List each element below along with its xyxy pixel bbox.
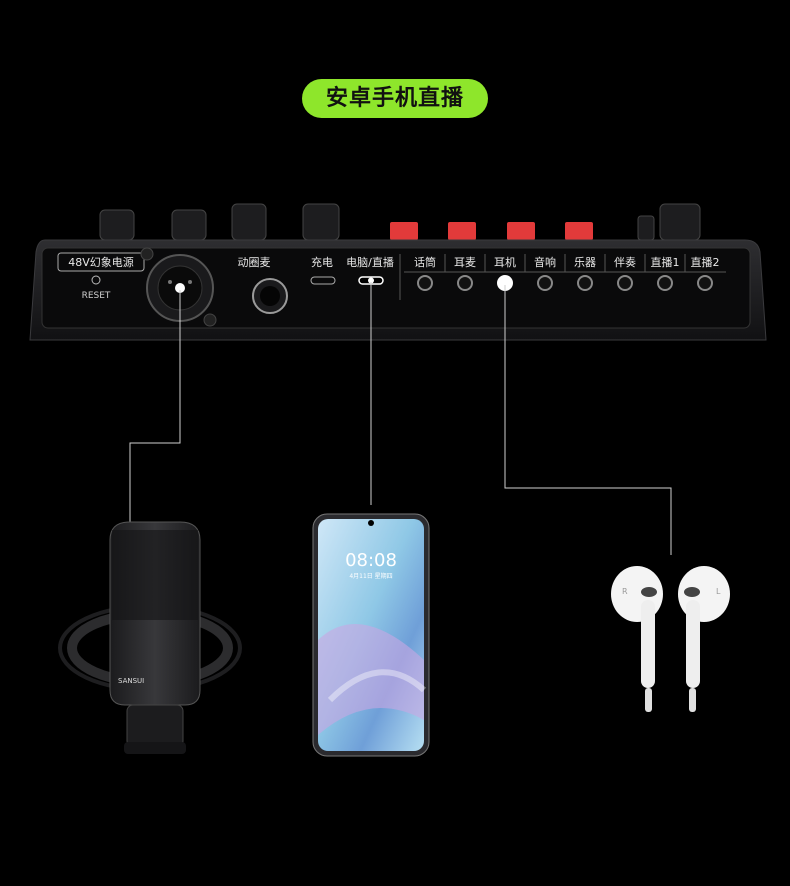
jack-socket-icon[interactable]	[252, 278, 288, 314]
port-label-live2: 直播2	[691, 255, 720, 269]
reset-button[interactable]	[91, 275, 101, 285]
port-label-earphone: 耳机	[494, 255, 516, 269]
phone-time: 08:08	[345, 550, 397, 571]
phone-date: 4月11日 星期四	[349, 572, 392, 580]
dynamic-mic-label: 动圈麦	[238, 256, 271, 269]
mode-badge: 安卓手机直播	[302, 79, 488, 118]
jack-live1[interactable]	[657, 275, 673, 291]
reset-label: RESET	[82, 291, 111, 301]
port-labels: 话筒 耳麦 耳机 音响 乐器 伴奏 直播1 直播2	[414, 255, 720, 269]
earphone-right-mark: L	[716, 587, 721, 596]
earphones: R L	[611, 566, 730, 712]
port-label-mic: 话筒	[414, 255, 436, 269]
port-label-live1: 直播1	[651, 255, 680, 269]
jack-instrument[interactable]	[577, 275, 593, 291]
xlr-socket-icon[interactable]	[146, 254, 214, 322]
phantom-power-label: 48V幻象电源	[68, 255, 134, 269]
usb-c-port-icon[interactable]	[310, 276, 336, 285]
mixer-knobs[interactable]	[99, 203, 701, 241]
mixer-red-buttons[interactable]	[390, 222, 593, 240]
port-label-instrument: 乐器	[574, 256, 596, 269]
jack-headset[interactable]	[457, 275, 473, 291]
pc-live-label: 电脑/直播	[346, 255, 394, 269]
jack-speaker[interactable]	[537, 275, 553, 291]
charge-label: 充电	[311, 255, 333, 269]
jack-accompaniment[interactable]	[617, 275, 633, 291]
port-dividers	[404, 254, 726, 273]
port-label-accompaniment: 伴奏	[614, 256, 636, 269]
jack-live2[interactable]	[697, 275, 713, 291]
port-label-speaker: 音响	[534, 255, 556, 269]
mic-brand: SANSUI	[118, 677, 144, 685]
connection-lines	[129, 282, 672, 555]
earphone-left-mark: R	[622, 587, 628, 596]
jack-mic[interactable]	[417, 275, 433, 291]
port-label-headset: 耳麦	[454, 256, 476, 269]
android-phone: 08:08 4月11日 星期四	[312, 513, 430, 757]
condenser-microphone: SANSUI	[58, 521, 242, 754]
